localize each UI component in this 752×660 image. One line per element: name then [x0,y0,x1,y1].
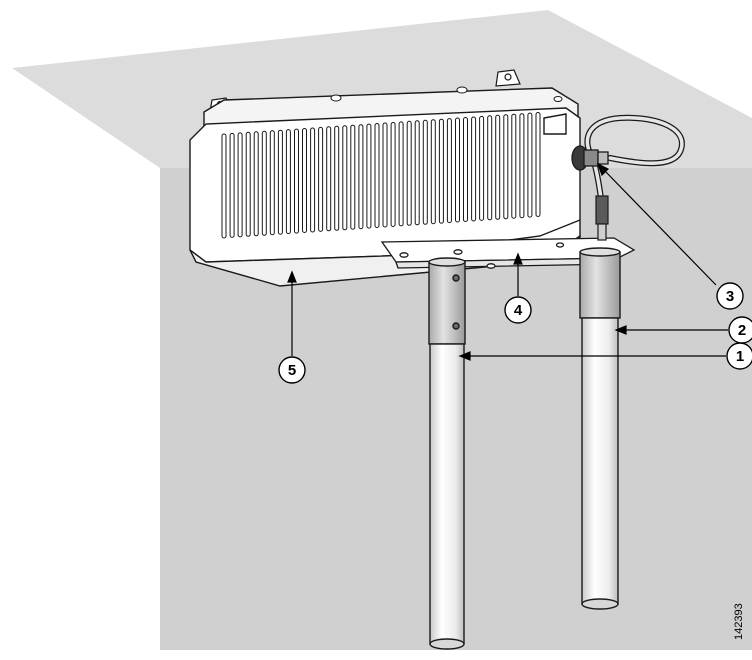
vent-slot [285,129,291,235]
vent-slot [382,122,388,228]
vent-slot [519,113,525,219]
vent-slot [455,117,460,223]
vent-slot [269,130,275,236]
vent-slot [302,128,307,233]
svg-text:4: 4 [514,302,523,319]
svg-text:2: 2 [738,322,746,339]
vent-slot [334,125,340,231]
vent-slot [398,121,404,227]
antenna-connector-stub [595,195,609,241]
vent-slot [294,128,299,234]
vent-slot [406,120,412,226]
antenna-left [428,257,466,650]
vent-slot [495,114,501,220]
vent-slot [527,112,533,218]
vent-slot [479,115,485,221]
vent-slot [245,131,251,237]
vent-slot [487,115,493,221]
vent-slot [414,120,420,226]
vent-slot [229,132,235,238]
callout-leaders [287,162,728,361]
vent-slot [326,126,332,232]
vent-slots [221,112,541,239]
vent-slot [261,130,267,236]
antenna-right [579,247,621,610]
vent-slot [438,118,444,224]
vent-slot [422,119,428,225]
vent-slot [342,125,348,231]
vent-slot [221,133,227,239]
cable-connector [571,145,609,171]
callout-3: 3 [716,282,744,310]
callout-5: 5 [278,356,306,384]
vent-slot [366,123,372,229]
vent-slot [310,127,316,233]
vent-slot [471,116,477,222]
vent-slot [535,112,541,217]
callout-2: 2 [728,316,752,344]
vent-slot [503,114,509,220]
svg-text:3: 3 [726,288,734,305]
vent-slot [350,124,356,230]
figure-id: 142393 [733,603,745,640]
top-screws [330,86,563,102]
vent-slot [430,119,436,225]
vent-slot [463,117,468,222]
vent-slot [237,132,243,238]
vent-slot [511,113,517,219]
svg-text:5: 5 [288,362,296,379]
callout-1: 1 [726,342,752,370]
vent-slot [277,129,283,235]
svg-text:1: 1 [736,348,744,365]
callout-4: 4 [504,296,532,324]
vent-slot [446,118,452,224]
vent-slot [390,122,396,227]
vent-slot [358,124,364,230]
vent-slot [374,123,380,228]
vent-slot [318,126,324,232]
vent-slot [253,131,259,237]
mounting-bracket [380,237,636,269]
